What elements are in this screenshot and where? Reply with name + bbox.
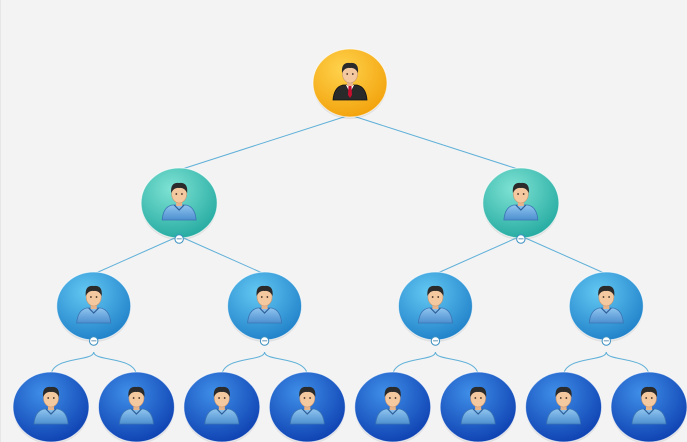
- connector-line: [434, 351, 479, 377]
- org-node-level-1[interactable]: [482, 167, 560, 240]
- connector-lines: [50, 114, 650, 377]
- person-avatar-icon: [588, 285, 624, 324]
- collapse-toggle-circle: [601, 336, 611, 346]
- connector-line: [178, 114, 351, 171]
- person-avatar-icon: [503, 182, 539, 221]
- org-chart-nodes: [12, 48, 687, 442]
- org-node-level-3[interactable]: [439, 371, 517, 442]
- person-avatar-icon: [289, 386, 325, 425]
- org-node-level-2[interactable]: [227, 271, 303, 342]
- org-node-level-3[interactable]: [97, 371, 175, 442]
- collapse-toggle-circle: [89, 336, 99, 346]
- person-avatar-icon: [247, 285, 283, 324]
- minus-icon: −: [90, 337, 97, 346]
- connector-line: [392, 351, 436, 377]
- person-avatar-icon: [417, 285, 453, 324]
- org-node-level-2[interactable]: [568, 271, 644, 342]
- person-avatar-icon: [118, 386, 154, 425]
- collapse-toggles: − − − − − −: [89, 234, 611, 346]
- org-node-level-3[interactable]: [610, 371, 687, 442]
- person-avatar-icon: [33, 386, 69, 425]
- org-node-level-3[interactable]: [12, 371, 90, 442]
- collapse-toggle-button[interactable]: −: [430, 336, 441, 346]
- connector-line: [264, 351, 308, 377]
- connector-line: [349, 114, 522, 171]
- collapse-toggle-button[interactable]: −: [601, 336, 611, 346]
- root-node[interactable]: [312, 48, 388, 119]
- connector-line: [520, 235, 607, 275]
- person-avatar-icon: [631, 386, 667, 425]
- collapse-toggle-circle: [516, 234, 526, 244]
- minus-icon: −: [432, 337, 439, 346]
- minus-icon: −: [603, 337, 610, 346]
- connector-line: [221, 351, 266, 377]
- connector-line: [605, 351, 650, 377]
- connector-line: [178, 235, 265, 275]
- minus-icon: −: [261, 337, 268, 346]
- org-node-level-3[interactable]: [354, 371, 432, 442]
- org-node-level-3[interactable]: [525, 371, 603, 442]
- collapse-toggle-button[interactable]: −: [259, 336, 270, 346]
- person-avatar-icon: [161, 182, 197, 221]
- connector-line: [93, 235, 180, 275]
- connector-line: [563, 351, 607, 377]
- org-node-level-2[interactable]: [397, 271, 473, 342]
- connector-line: [50, 351, 95, 377]
- collapse-toggle-button[interactable]: −: [174, 234, 184, 244]
- minus-icon: −: [518, 235, 525, 244]
- collapse-toggle-button[interactable]: −: [89, 336, 99, 346]
- org-node-level-2[interactable]: [56, 271, 132, 342]
- org-node-level-1[interactable]: [140, 167, 218, 240]
- collapse-toggle-button[interactable]: −: [516, 234, 526, 244]
- manager-avatar-icon: [332, 62, 368, 101]
- person-avatar-icon: [76, 285, 112, 324]
- person-avatar-icon: [460, 386, 496, 425]
- person-avatar-icon: [375, 386, 411, 425]
- connector-line: [435, 235, 522, 275]
- person-avatar-icon: [546, 386, 582, 425]
- org-node-level-3[interactable]: [268, 371, 346, 442]
- collapse-toggle-circle: [430, 336, 441, 346]
- collapse-toggle-circle: [259, 336, 270, 346]
- minus-icon: −: [176, 235, 183, 244]
- connector-line: [93, 351, 137, 377]
- person-avatar-icon: [204, 386, 240, 425]
- org-node-level-3[interactable]: [183, 371, 261, 442]
- collapse-toggle-circle: [174, 234, 184, 244]
